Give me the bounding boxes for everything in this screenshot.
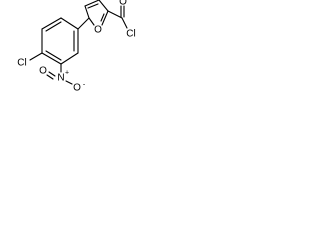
bond (84, 5, 90, 19)
chemical-structure-diagram: Cl N + O O - O O Cl (17, 0, 136, 94)
double-bond-inner (87, 3, 99, 9)
bond (41, 17, 62, 30)
nitro-nitrogen-label: N (57, 73, 64, 84)
nitro-oxygen-bottom-label: O (73, 83, 81, 94)
bond (60, 52, 79, 65)
bond-to-chlorine (29, 52, 43, 61)
benzene-ring (41, 17, 79, 65)
bond (101, 10, 109, 26)
double-bond-inner (45, 21, 62, 32)
bond (60, 17, 79, 30)
bond (98, 0, 109, 12)
bond-furan-to-carbonyl (107, 10, 123, 19)
bond (41, 52, 62, 65)
bond-to-acyl-chlorine (121, 17, 128, 29)
bond-aryl-to-furan (77, 17, 90, 30)
bond (84, 0, 100, 7)
furan-oxygen-label: O (94, 25, 102, 36)
nitro-oxygen-top-label: O (39, 66, 47, 77)
nitro-double-bond (46, 74, 54, 80)
nitro-single-bond (65, 80, 73, 85)
nitro-minus-charge: - (83, 82, 86, 89)
double-bond-inner (45, 50, 62, 61)
nitro-plus-charge: + (65, 70, 69, 77)
acyl-chlorine-label: Cl (126, 29, 135, 40)
nitro-double-bond (48, 71, 56, 77)
furan-ring (84, 0, 109, 26)
double-bond-inner (100, 13, 105, 22)
bond (88, 17, 95, 26)
chlorine-label: Cl (17, 58, 26, 69)
carbonyl-oxygen-label: O (119, 0, 127, 8)
